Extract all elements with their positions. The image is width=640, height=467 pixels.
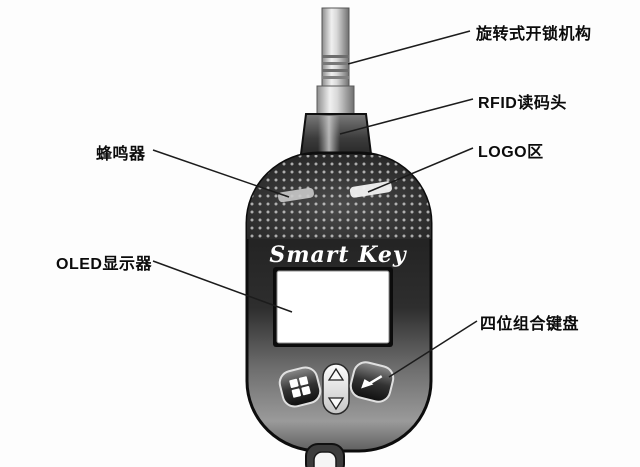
- logo-plate: [349, 181, 392, 198]
- leader-line-buzzer: [152, 149, 290, 198]
- enter-key-button: [349, 361, 395, 403]
- label-buzzer: 蜂鸣器: [96, 146, 146, 163]
- shaft-notches: [322, 55, 349, 79]
- label-rotary-unlock-mechanism: 旋转式开锁机构: [476, 26, 592, 43]
- rfid-reader-head: [298, 113, 374, 163]
- updown-key-button: [322, 363, 350, 415]
- oled-display: [273, 267, 393, 347]
- leader-line-rfid-reader: [339, 98, 474, 135]
- label-rfid-reader: RFID读码头: [478, 95, 567, 112]
- label-oled-display: OLED显示器: [56, 256, 152, 273]
- enter-arrow-icon: [361, 375, 383, 389]
- device-brand-text: Smart Key: [269, 242, 407, 268]
- lanyard-loop: [305, 443, 345, 467]
- leader-line-rotary-mechanism: [347, 30, 471, 65]
- leader-lines: [152, 30, 478, 378]
- arrow-up-icon: [327, 367, 345, 381]
- key-shaft: [316, 7, 355, 121]
- device-body: Smart Key: [245, 151, 433, 453]
- windows-key-button: [278, 366, 322, 408]
- leader-line-logo-area: [367, 147, 474, 193]
- label-keypad: 四位组合键盘: [480, 316, 580, 333]
- label-logo-area: LOGO区: [478, 144, 544, 161]
- speaker-grille: [247, 155, 431, 239]
- leader-line-oled-display: [152, 260, 293, 313]
- windows-flag-icon: [289, 376, 311, 398]
- leader-line-keypad: [388, 320, 478, 378]
- buzzer-slot: [278, 187, 314, 203]
- arrow-down-icon: [327, 397, 345, 411]
